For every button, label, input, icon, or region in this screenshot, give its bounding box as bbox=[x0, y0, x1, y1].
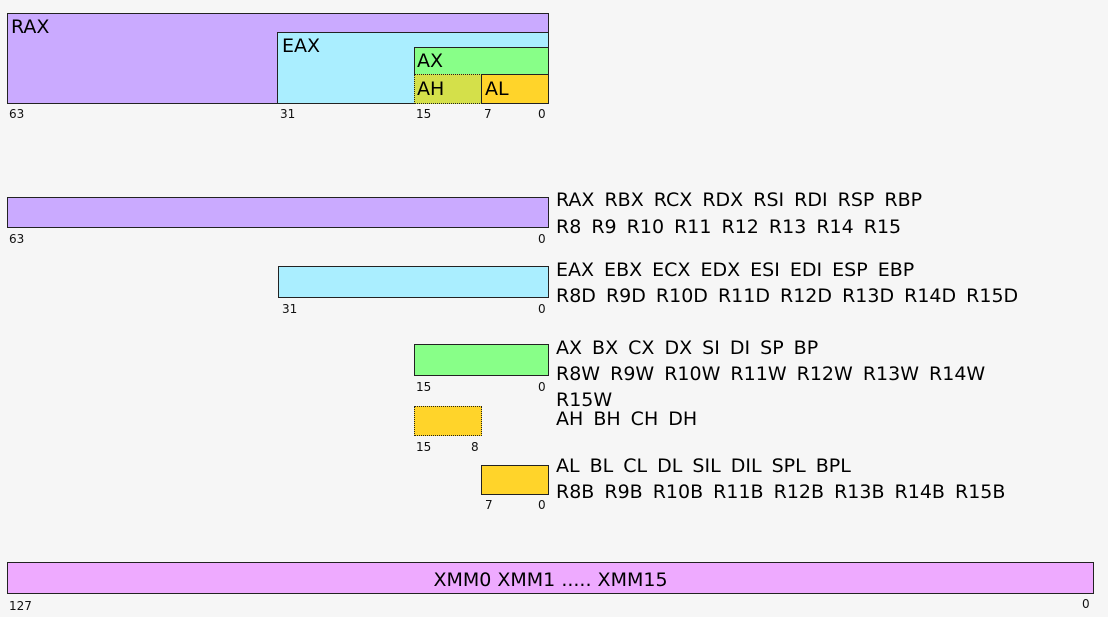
xmm-tick-left: 127 bbox=[9, 599, 32, 613]
r8h-tick-right: 8 bbox=[471, 440, 479, 454]
r16-names-line1: AX BX CX DX SI DI SP BP bbox=[556, 337, 819, 359]
r32-names-line1: EAX EBX ECX EDX ESI EDI ESP EBP bbox=[556, 259, 915, 281]
r64-names-line2: R8 R9 R10 R11 R12 R13 R14 R15 bbox=[556, 216, 902, 238]
xmm-label: XMM0 XMM1 ..... XMM15 bbox=[433, 569, 668, 591]
r32-tick-left: 31 bbox=[282, 302, 298, 316]
xmm-bar: XMM0 XMM1 ..... XMM15 bbox=[7, 562, 1094, 594]
r32-tick-right: 0 bbox=[538, 302, 546, 316]
xmm-tick-right: 0 bbox=[1082, 597, 1090, 611]
r64-bar bbox=[7, 197, 549, 228]
al-label: AL bbox=[485, 78, 509, 100]
ah-label: AH bbox=[417, 78, 445, 100]
eax-label: EAX bbox=[282, 35, 321, 57]
r8l-tick-right: 0 bbox=[538, 498, 546, 512]
bit-tick-31: 31 bbox=[280, 107, 296, 121]
r8l-names-line2: R8B R9B R10B R11B R12B R13B R14B R15B bbox=[556, 481, 1006, 503]
ax-label: AX bbox=[417, 50, 444, 72]
r8l-tick-left: 7 bbox=[485, 498, 493, 512]
r32-bar bbox=[278, 266, 549, 298]
bit-tick-7: 7 bbox=[484, 107, 492, 121]
r8h-names-line1: AH BH CH DH bbox=[556, 408, 698, 430]
r64-tick-right: 0 bbox=[538, 232, 546, 246]
r8l-bar bbox=[481, 465, 549, 495]
bit-tick-0: 0 bbox=[538, 107, 546, 121]
r8h-tick-left: 15 bbox=[416, 440, 432, 454]
rax-label: RAX bbox=[11, 16, 50, 38]
r64-tick-left: 63 bbox=[9, 232, 25, 246]
r16-bar bbox=[414, 344, 549, 376]
r16-names-line2: R8W R9W R10W R11W R12W R13W R14W bbox=[556, 363, 986, 385]
bit-tick-63: 63 bbox=[9, 107, 25, 121]
al-box bbox=[481, 74, 549, 104]
r8h-bar bbox=[414, 406, 482, 436]
r8l-names-line1: AL BL CL DL SIL DIL SPL BPL bbox=[556, 455, 851, 477]
r32-names-line2: R8D R9D R10D R11D R12D R13D R14D R15D bbox=[556, 285, 1019, 307]
bit-tick-15: 15 bbox=[416, 107, 432, 121]
r64-names-line1: RAX RBX RCX RDX RSI RDI RSP RBP bbox=[556, 189, 923, 211]
r16-tick-left: 15 bbox=[416, 380, 432, 394]
r16-names-line3: R15W bbox=[556, 389, 613, 411]
r16-tick-right: 0 bbox=[538, 380, 546, 394]
